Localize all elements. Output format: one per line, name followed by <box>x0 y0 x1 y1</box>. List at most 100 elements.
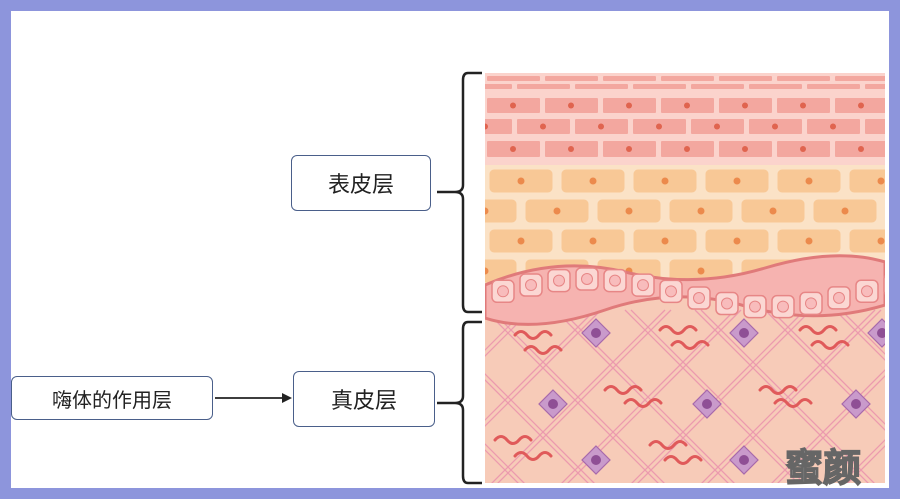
cell-nucleus <box>684 102 690 109</box>
cell-nucleus <box>890 279 900 290</box>
elastic-fiber <box>603 385 643 395</box>
elastic-fiber <box>493 435 533 445</box>
cell-nucleus <box>591 328 601 338</box>
fibroblast-cells <box>538 318 885 475</box>
cell-nucleus <box>742 102 748 109</box>
cell-nucleus <box>485 123 488 130</box>
collagen-fiber <box>840 309 885 355</box>
collagen-fiber <box>637 309 812 483</box>
cell-nucleus <box>777 300 789 313</box>
brace-epidermis-icon <box>454 71 482 314</box>
cell-nucleus <box>805 297 817 310</box>
collagen-fiber <box>485 449 519 483</box>
cell-nucleus <box>739 455 749 465</box>
cell-nucleus <box>598 123 604 130</box>
cell-nucleus <box>553 207 561 215</box>
basal-cell <box>883 274 885 296</box>
corneum-cells <box>485 74 894 159</box>
cell-nucleus <box>714 123 720 130</box>
elastic-fiber <box>758 385 798 395</box>
cell-nucleus <box>769 207 777 215</box>
cell-nucleus <box>626 146 632 152</box>
cell-nucleus <box>661 237 669 245</box>
collagen-fiber <box>485 309 596 421</box>
cell-nucleus <box>485 207 489 215</box>
elastic-fibers <box>493 325 850 465</box>
spinous-cell <box>846 166 885 196</box>
cell-nucleus <box>877 177 885 185</box>
cell-nucleus <box>733 177 741 185</box>
spinous-cell <box>485 196 520 226</box>
cell-nucleus <box>693 292 705 305</box>
collagen-fiber <box>485 309 602 427</box>
cell-nucleus <box>497 285 509 298</box>
cell-nucleus <box>609 274 621 287</box>
brace-dermis-icon <box>454 320 482 485</box>
cell-nucleus <box>589 237 597 245</box>
collagen-fiber <box>841 439 885 483</box>
dermis-label: 真皮层 <box>293 371 435 427</box>
elastic-fiber <box>670 340 710 350</box>
cell-nucleus <box>581 273 593 286</box>
cell-nucleus <box>626 102 632 109</box>
cell-nucleus <box>833 291 845 304</box>
cell-nucleus <box>805 177 813 185</box>
elastic-fiber <box>648 440 688 450</box>
spinous-cell <box>882 198 885 224</box>
cell-nucleus <box>553 274 565 287</box>
elastic-fiber <box>513 330 553 340</box>
elastic-fiber <box>513 451 553 461</box>
cell-nucleus <box>637 279 649 292</box>
cell-nucleus <box>739 328 749 338</box>
corneum-cell <box>863 82 885 91</box>
corneum-cell <box>747 82 804 91</box>
corneum-cell <box>833 74 885 83</box>
collagen-fiber <box>847 445 885 483</box>
corneum-cell <box>543 74 600 83</box>
cell-nucleus <box>568 102 574 109</box>
collagen-fiber <box>485 309 526 351</box>
cell-nucleus <box>858 102 864 109</box>
corneum-cell <box>775 74 832 83</box>
function-layer-label: 嗨体的作用层 <box>11 376 213 420</box>
corneum-cell <box>485 74 542 83</box>
cell-nucleus <box>684 146 690 152</box>
cell-nucleus <box>877 328 885 338</box>
cell-nucleus <box>721 297 733 310</box>
elastic-fiber <box>663 455 703 465</box>
elastic-fiber <box>523 345 563 355</box>
cell-nucleus <box>589 177 597 185</box>
cell-nucleus <box>517 237 525 245</box>
spinous-cell <box>882 258 885 284</box>
corneum-cell <box>485 82 514 91</box>
cell-nucleus <box>749 300 761 313</box>
cell-nucleus <box>568 146 574 152</box>
cell-nucleus <box>733 237 741 245</box>
cell-nucleus <box>858 146 864 152</box>
right-arrow-icon <box>282 393 292 403</box>
watermark-logo: 蜜颜 <box>779 441 889 491</box>
cell-nucleus <box>851 399 861 409</box>
cell-nucleus <box>800 102 806 109</box>
cell-nucleus <box>525 279 537 292</box>
cell-nucleus <box>888 124 894 130</box>
cell-nucleus <box>625 207 633 215</box>
corneum-cell <box>601 74 658 83</box>
corneum-cell <box>515 82 572 91</box>
cell-nucleus <box>805 237 813 245</box>
cell-nucleus <box>510 102 516 109</box>
cell-nucleus <box>841 207 849 215</box>
elastic-fiber <box>773 398 813 408</box>
cell-nucleus <box>517 177 525 185</box>
cell-nucleus <box>591 455 601 465</box>
cell-nucleus <box>665 285 677 298</box>
cell-nucleus <box>702 399 712 409</box>
cell-nucleus <box>772 123 778 130</box>
corneum-cell <box>485 117 514 136</box>
spinous-cell <box>846 226 885 256</box>
elastic-fiber <box>623 398 663 408</box>
corneum-cell <box>805 82 862 91</box>
elastic-fiber <box>810 340 850 350</box>
svg-text:蜜颜: 蜜颜 <box>785 446 861 490</box>
basal-cells <box>491 267 900 319</box>
